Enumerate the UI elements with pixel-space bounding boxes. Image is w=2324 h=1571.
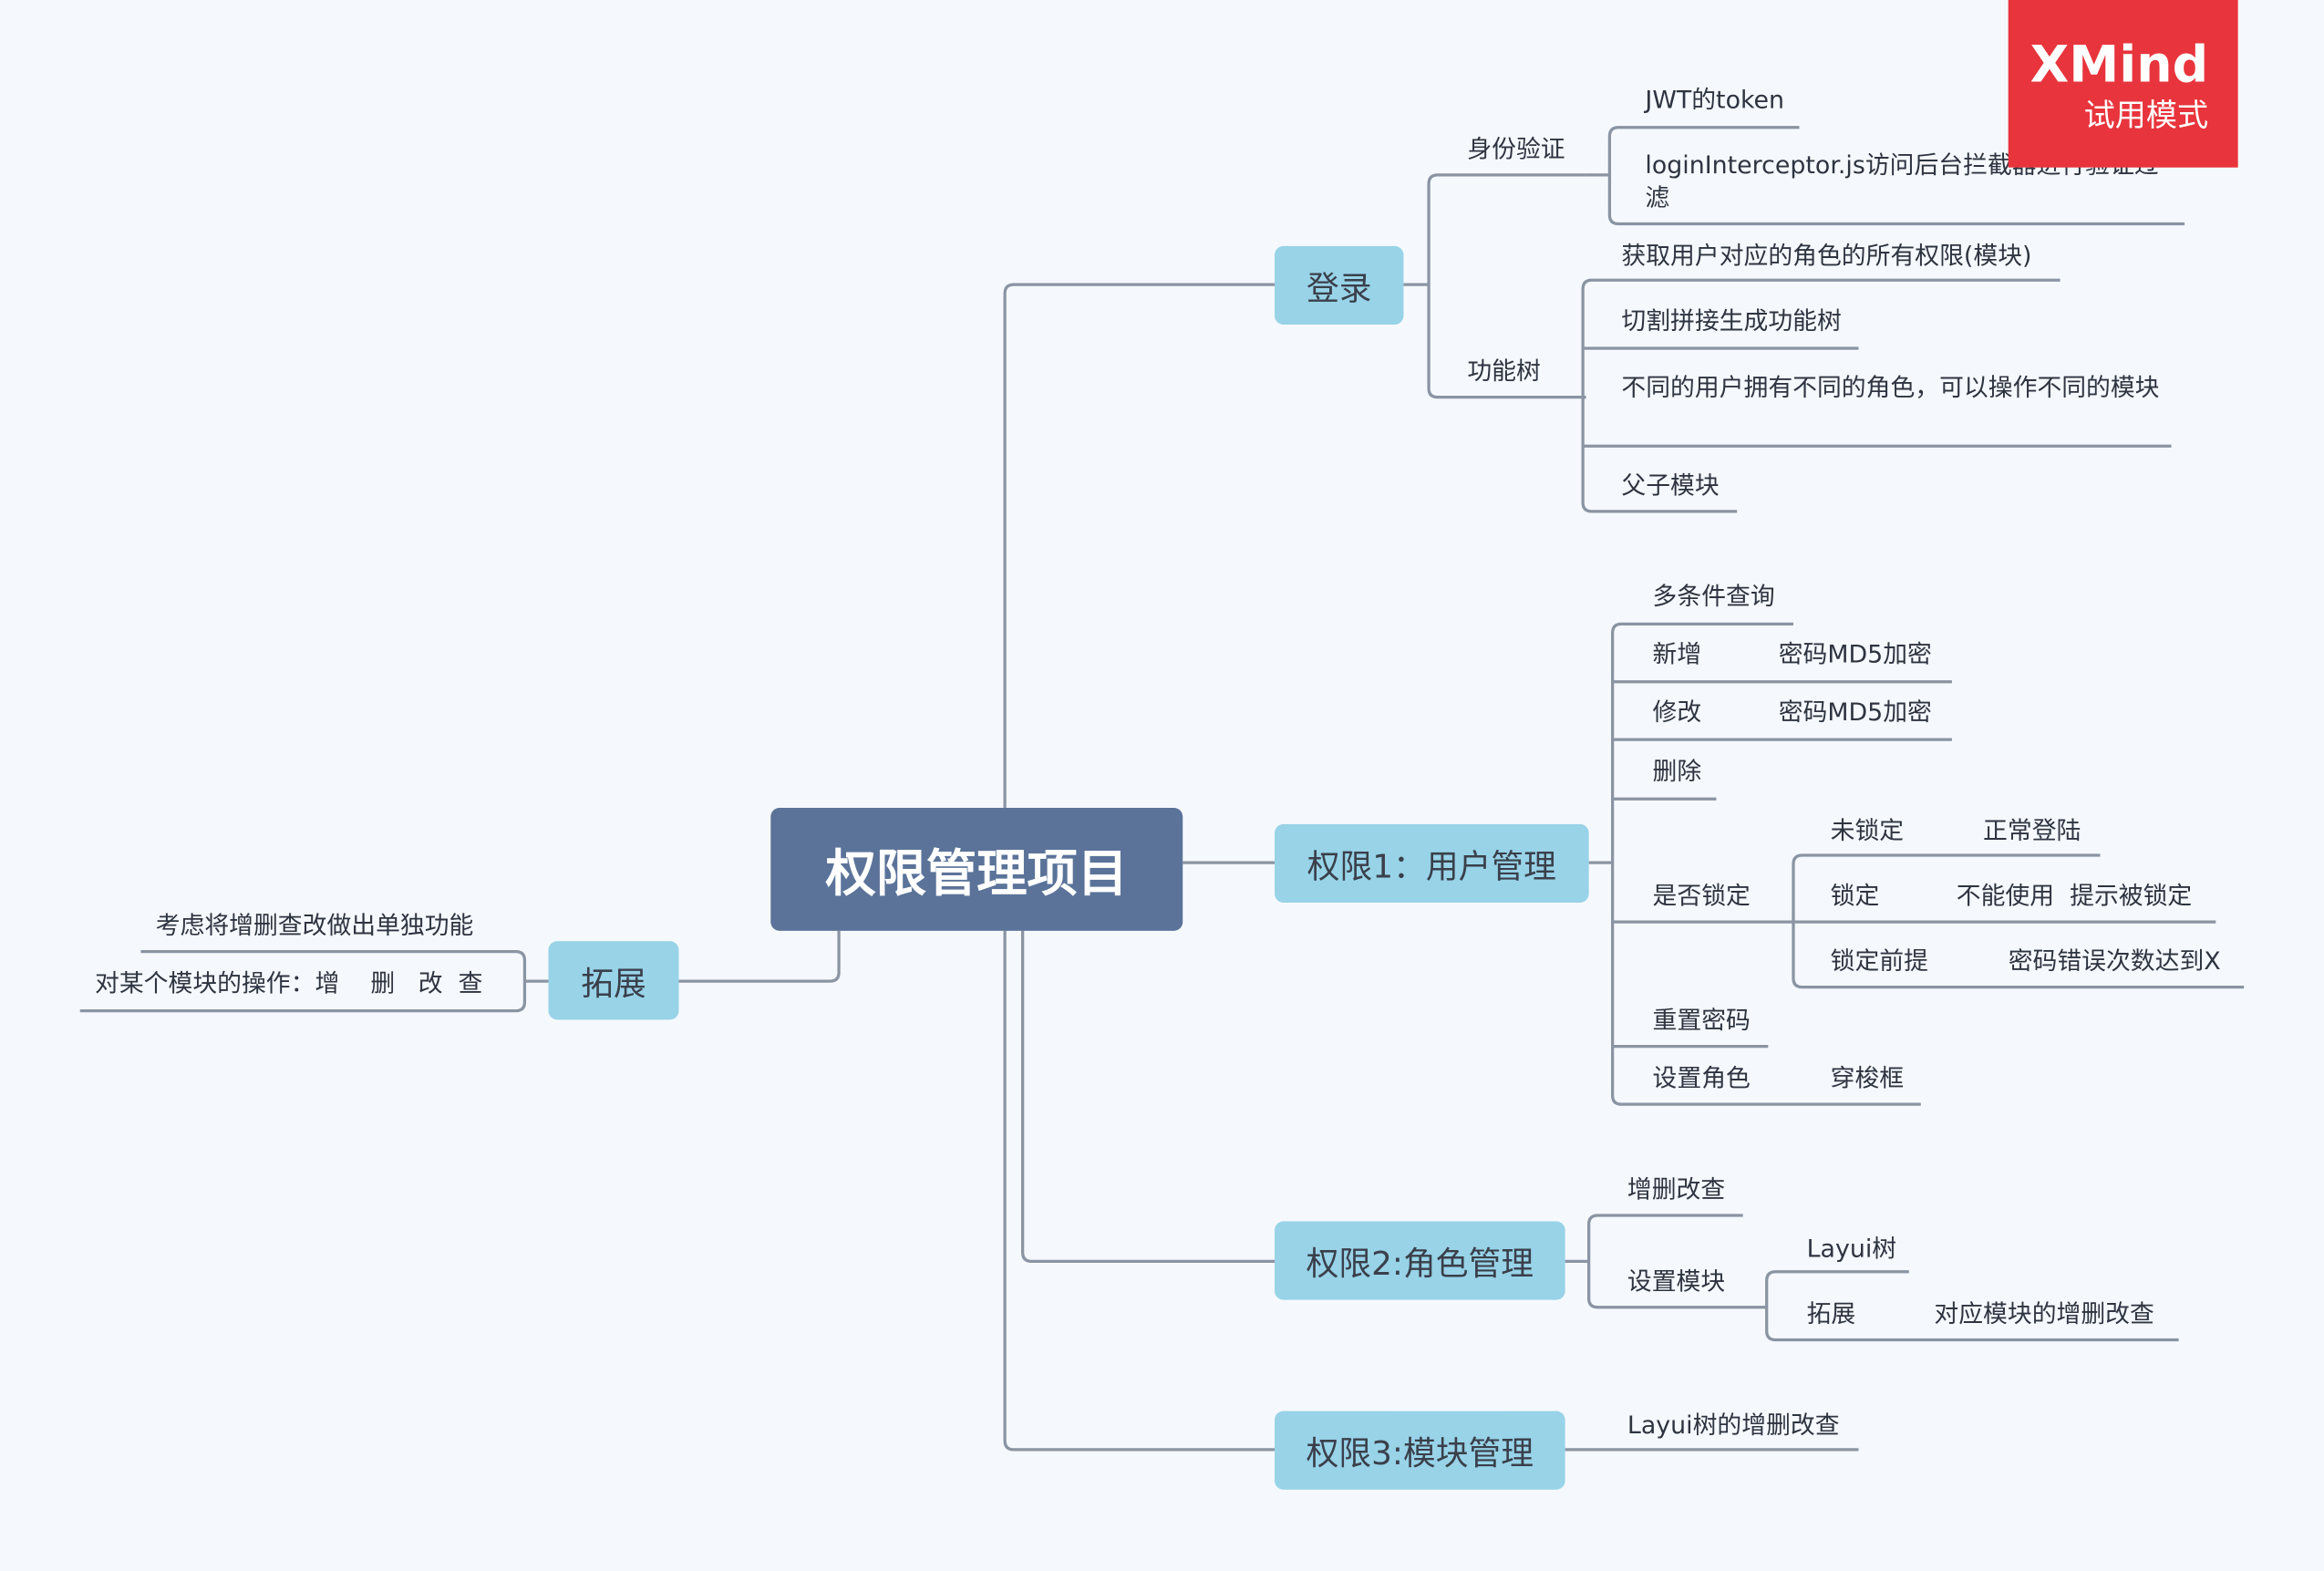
leaf-different-users[interactable]: 不同的用户拥有不同的角色，可以操作不同的模块 <box>1621 373 2160 402</box>
leaf-layui-tree[interactable]: Layui树 <box>1806 1235 1897 1264</box>
leaf-build-tree[interactable]: 切割拼接生成功能树 <box>1621 306 1842 336</box>
subtopic-auth[interactable]: 身份验证 <box>1467 134 1565 163</box>
connector-root-extension <box>678 930 841 983</box>
leaf-delete[interactable]: 删除 <box>1652 757 1702 786</box>
root-topic[interactable]: 权限管理项目 <box>770 807 1183 931</box>
topic-user-management[interactable]: 权限1：用户管理 <box>1275 823 1589 903</box>
topic-user-label: 权限1：用户管理 <box>1307 848 1556 886</box>
leaf-shuttle-box[interactable]: 穿梭框 <box>1830 1064 1905 1093</box>
connector-role-sub <box>1565 1214 1767 1309</box>
topic-extension[interactable]: 拓展 <box>548 941 679 1020</box>
connector-user-sub <box>1588 622 1952 1106</box>
leaf-edit[interactable]: 修改 <box>1652 698 1702 727</box>
leaf-layui-tree-crud[interactable]: Layui树的增删改查 <box>1627 1411 1840 1440</box>
connector-root-role <box>1021 930 1276 1264</box>
connector-extension-sub <box>79 950 549 1013</box>
root-topic-label: 权限管理项目 <box>825 844 1129 904</box>
topic-login-label: 登录 <box>1306 270 1372 308</box>
connector-tree-leaves <box>1581 278 2172 513</box>
connector-auth-leaves <box>1585 126 2185 226</box>
connector-root-login <box>1003 283 1276 808</box>
connector-setmodule-leaves <box>1765 1270 2179 1342</box>
leaf-lock-premise-message[interactable]: 密码错误次数达到X <box>2008 946 2221 976</box>
leaf-edit-md5[interactable]: 密码MD5加密 <box>1778 698 1932 727</box>
connector-lock-leaves <box>1792 853 2245 989</box>
leaf-add[interactable]: 新增 <box>1652 640 1702 669</box>
leaf-role-crud[interactable]: 增删改查 <box>1627 1175 1726 1204</box>
topic-extension-label: 拓展 <box>581 966 646 1003</box>
connector-root-module <box>1003 930 1276 1452</box>
subtopic-function-tree[interactable]: 功能树 <box>1467 357 1541 386</box>
watermark-brand: XMind <box>2030 36 2209 96</box>
leaf-locked[interactable]: 锁定 <box>1830 882 1880 911</box>
leaf-parent-child-module[interactable]: 父子模块 <box>1621 470 1720 500</box>
leaf-role-extend[interactable]: 拓展 <box>1806 1299 1856 1328</box>
leaf-multi-query[interactable]: 多条件查询 <box>1652 582 1775 611</box>
leaf-lock-premise[interactable]: 锁定前提 <box>1830 946 1928 976</box>
leaf-set-role[interactable]: 设置角色 <box>1652 1064 1751 1093</box>
topic-module-management[interactable]: 权限3:模块管理 <box>1275 1411 1565 1490</box>
topic-role-label: 权限2:角色管理 <box>1306 1245 1534 1283</box>
topic-login[interactable]: 登录 <box>1275 245 1404 326</box>
subtopic-set-module[interactable]: 设置模块 <box>1627 1266 1726 1296</box>
watermark-mode: 试用模式 <box>2083 98 2209 134</box>
connector-login-sub <box>1403 173 1586 399</box>
leaf-reset-password[interactable]: 重置密码 <box>1652 1006 1751 1035</box>
topic-module-label: 权限3:模块管理 <box>1306 1435 1534 1473</box>
leaf-module-crud[interactable]: 对应模块的增删改查 <box>1934 1299 2154 1328</box>
xmind-trial-watermark: XMind 试用模式 <box>2008 0 2238 168</box>
topic-role-management[interactable]: 权限2:角色管理 <box>1275 1221 1565 1300</box>
leaf-add-md5[interactable]: 密码MD5加密 <box>1778 640 1932 669</box>
leaf-get-permissions[interactable]: 获取用户对应的角色的所有权限(模块) <box>1621 241 2032 270</box>
leaf-consider-separate[interactable]: 考虑将增删查改做出单独功能 <box>155 911 474 940</box>
subtopic-lock[interactable]: 是否锁定 <box>1652 882 1751 911</box>
leaf-jwt-token[interactable]: JWT的token <box>1645 86 1785 115</box>
leaf-unlocked[interactable]: 未锁定 <box>1830 816 1905 845</box>
leaf-locked-message[interactable]: 不能使用 提示被锁定 <box>1956 882 2193 911</box>
leaf-module-operations[interactable]: 对某个模块的操作：增 删 改 查 <box>95 969 483 998</box>
leaf-normal-login[interactable]: 正常登陆 <box>1983 816 2081 845</box>
